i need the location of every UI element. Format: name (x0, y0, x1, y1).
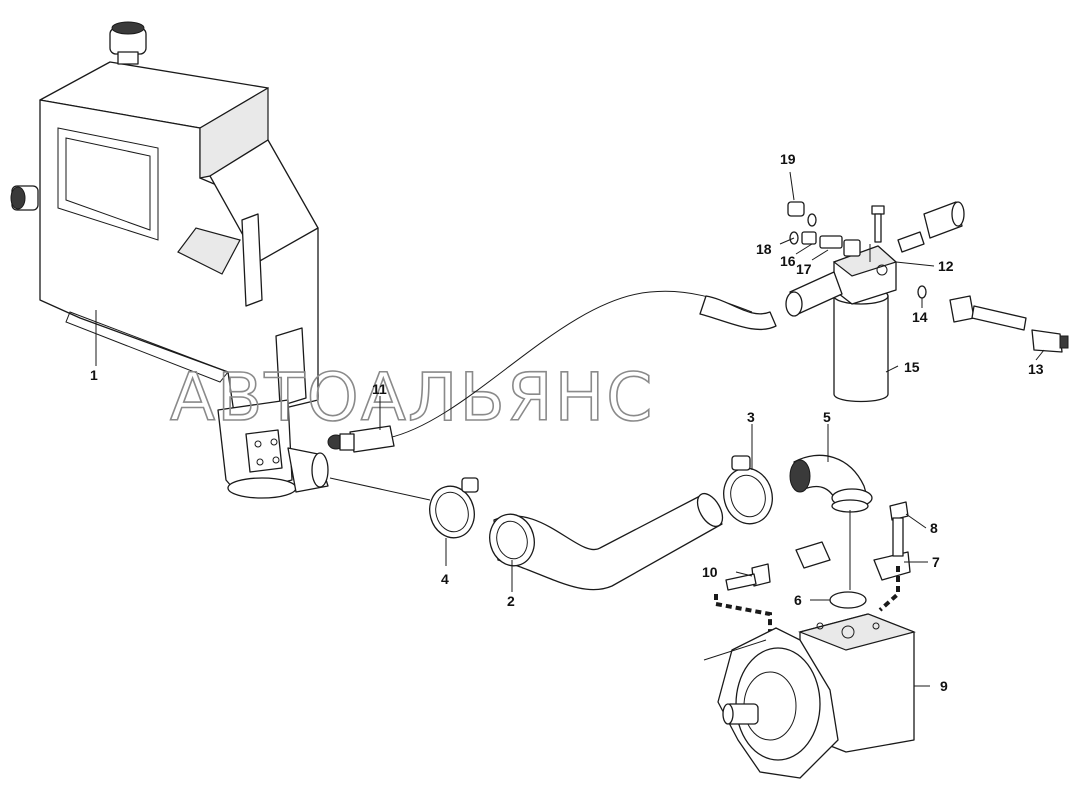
callout-14: 14 (912, 309, 928, 325)
elbow-fitting-5 (789, 454, 873, 513)
callout-13: 13 (1028, 361, 1044, 377)
filter-element-15 (833, 295, 889, 403)
callout-19: 19 (780, 151, 796, 167)
callout-5: 5 (823, 409, 831, 425)
callout-16: 16 (780, 253, 796, 269)
filter-assembly (699, 201, 1069, 403)
side-breather (10, 185, 39, 211)
callout-6: 6 (794, 592, 802, 608)
callout-labels: 1 2 3 4 5 6 7 8 9 10 11 12 13 14 15 16 1… (90, 151, 1044, 694)
hose-clamp-3 (723, 455, 773, 525)
callout-15: 15 (904, 359, 920, 375)
watermark-text: АВТОАЛЬЯНС (170, 359, 654, 436)
fitting-11 (327, 425, 395, 453)
o-ring-6 (829, 591, 867, 609)
callout-9: 9 (940, 678, 948, 694)
bolt-8 (889, 501, 909, 557)
callout-4: 4 (441, 571, 449, 587)
flange-halves-7 (795, 541, 911, 581)
filler-cap (109, 21, 147, 65)
bolt-10 (725, 563, 771, 591)
hydraulic-tank (10, 21, 329, 499)
tank-outlet (217, 399, 329, 499)
suction-hose-2 (489, 492, 724, 591)
callout-18: 18 (756, 241, 772, 257)
hose-clamp-4 (429, 477, 479, 539)
leader-lines (95, 171, 1045, 687)
callout-12: 12 (938, 258, 954, 274)
plug-19 (787, 201, 817, 227)
callout-7: 7 (932, 554, 940, 570)
callout-2: 2 (507, 593, 515, 609)
callout-10: 10 (702, 564, 718, 580)
callout-11: 11 (372, 381, 387, 397)
callout-17: 17 (796, 261, 812, 277)
hydraulic-pump-9 (703, 613, 916, 779)
callout-8: 8 (930, 520, 938, 536)
callout-1: 1 (90, 367, 98, 383)
callout-3: 3 (747, 409, 755, 425)
